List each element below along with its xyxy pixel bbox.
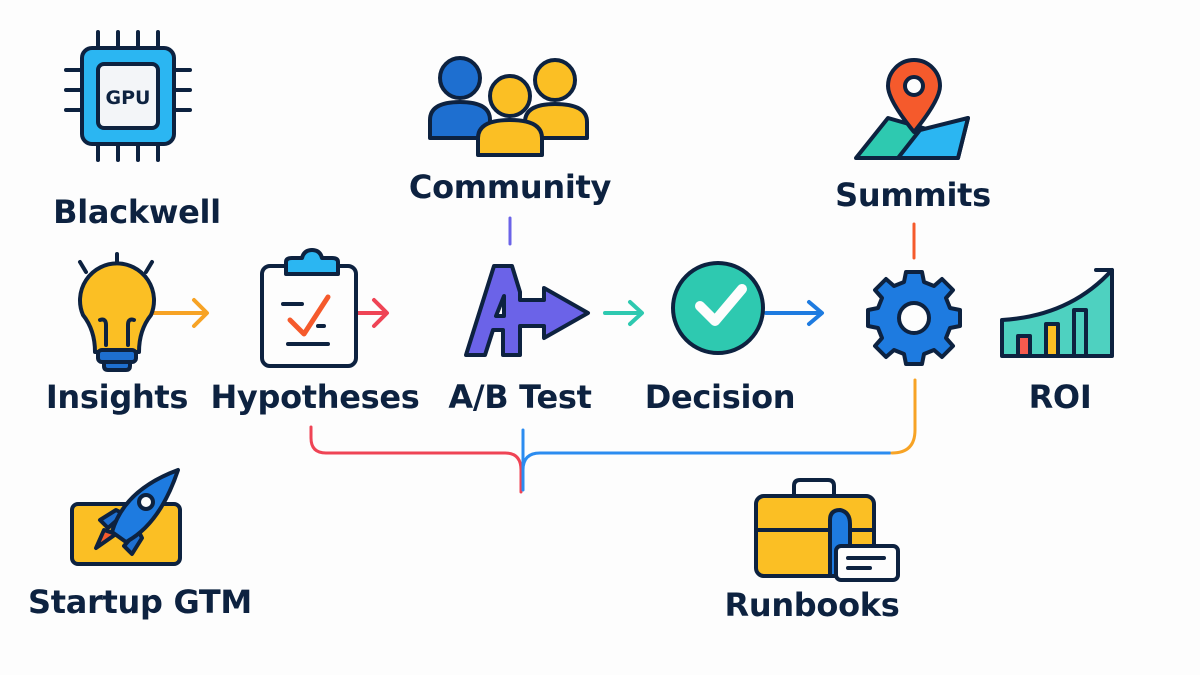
label-roi: ROI	[1028, 378, 1092, 416]
bracket-red	[309, 425, 523, 494]
bracket-blue	[521, 428, 892, 492]
label-blackwell: Blackwell	[53, 193, 221, 231]
svg-text:GPU: GPU	[106, 87, 151, 109]
gpu-chip-icon: GPU	[64, 30, 192, 162]
label-decision: Decision	[644, 378, 796, 416]
label-insights: Insights	[45, 378, 189, 416]
briefcase-icon	[754, 478, 900, 582]
bracket-orange	[890, 378, 917, 455]
arrow-insights-hypotheses	[152, 298, 209, 328]
arrow-decision-gear	[764, 300, 824, 326]
clipboard-check-icon	[260, 248, 358, 368]
growth-chart-icon	[1000, 268, 1114, 358]
ab-arrow-icon	[464, 264, 590, 357]
label-ab-test: A/B Test	[448, 378, 592, 416]
lightbulb-icon	[78, 252, 156, 372]
label-community: Community	[408, 168, 612, 206]
label-hypotheses: Hypotheses	[210, 378, 420, 416]
label-runbooks: Runbooks	[724, 586, 900, 624]
check-circle-icon	[671, 261, 765, 355]
label-summits: Summits	[835, 176, 991, 214]
arrow-abtest-decision	[603, 300, 644, 326]
rocket-icon	[70, 468, 182, 566]
people-group-icon	[428, 56, 589, 157]
label-startup-gtm: Startup GTM	[28, 583, 252, 621]
map-pin-icon	[854, 58, 970, 160]
gear-icon	[866, 270, 962, 366]
